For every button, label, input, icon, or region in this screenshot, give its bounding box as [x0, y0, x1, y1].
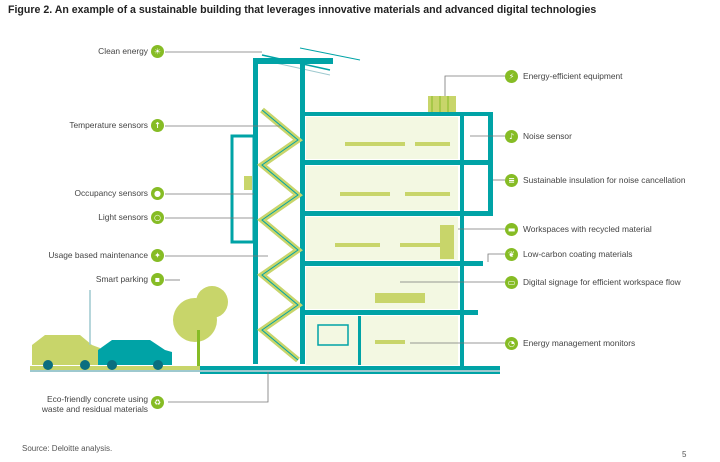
desk-icon: ▬	[505, 223, 518, 236]
label-energy-management: Energy management monitors	[523, 338, 636, 348]
label-sustainable-insulation: Sustainable insulation for noise cancell…	[523, 175, 686, 185]
thermometer-icon: ↑	[151, 119, 164, 132]
person-icon: ●	[151, 187, 164, 200]
car-icon: ▪	[151, 273, 164, 286]
label-eco-friendly-concrete: Eco-friendly concrete using waste and re…	[0, 394, 148, 414]
layers-icon: ≡	[505, 174, 518, 187]
label-clean-energy: Clean energy	[98, 46, 148, 56]
left-leader-lines	[165, 51, 280, 403]
plug-icon: ⚡	[505, 70, 518, 83]
balcony-window	[244, 176, 252, 190]
label-workspaces-recycled: Workspaces with recycled material	[523, 224, 652, 234]
recycle-icon: ♻	[151, 396, 164, 409]
figure-title: Figure 2. An example of a sustainable bu…	[8, 4, 597, 16]
label-light-sensors: Light sensors	[98, 212, 148, 222]
wrench-icon: ✦	[151, 249, 164, 262]
label-low-carbon-coating: Low-carbon coating materials	[523, 249, 633, 259]
label-eco-line2: waste and residual materials	[41, 404, 148, 414]
bulb-icon: ○	[151, 211, 164, 224]
leaf-icon: ❦	[505, 248, 518, 261]
ground-line	[30, 370, 500, 372]
label-usage-based-maintenance: Usage based maintenance	[48, 250, 148, 260]
source-note: Source: Deloitte analysis.	[22, 444, 113, 453]
label-noise-sensor: Noise sensor	[523, 131, 572, 141]
label-eco-line1: Eco-friendly concrete using	[46, 394, 148, 404]
page-number: 5	[682, 450, 687, 459]
label-energy-efficient-equipment: Energy-efficient equipment	[523, 71, 623, 81]
gauge-icon: ◔	[505, 337, 518, 350]
trees	[173, 286, 228, 366]
label-temperature-sensors: Temperature sensors	[69, 120, 148, 130]
screen-icon: ▭	[505, 276, 518, 289]
label-occupancy-sensors: Occupancy sensors	[74, 188, 148, 198]
label-digital-signage: Digital signage for efficient workspace …	[523, 277, 681, 287]
label-smart-parking: Smart parking	[95, 274, 148, 284]
right-leader-lines	[400, 75, 505, 344]
side-balcony	[230, 134, 256, 244]
parked-cars	[32, 290, 172, 370]
sun-icon: ☀	[151, 45, 164, 58]
sound-icon: ♪	[505, 130, 518, 143]
main-building	[303, 96, 493, 367]
